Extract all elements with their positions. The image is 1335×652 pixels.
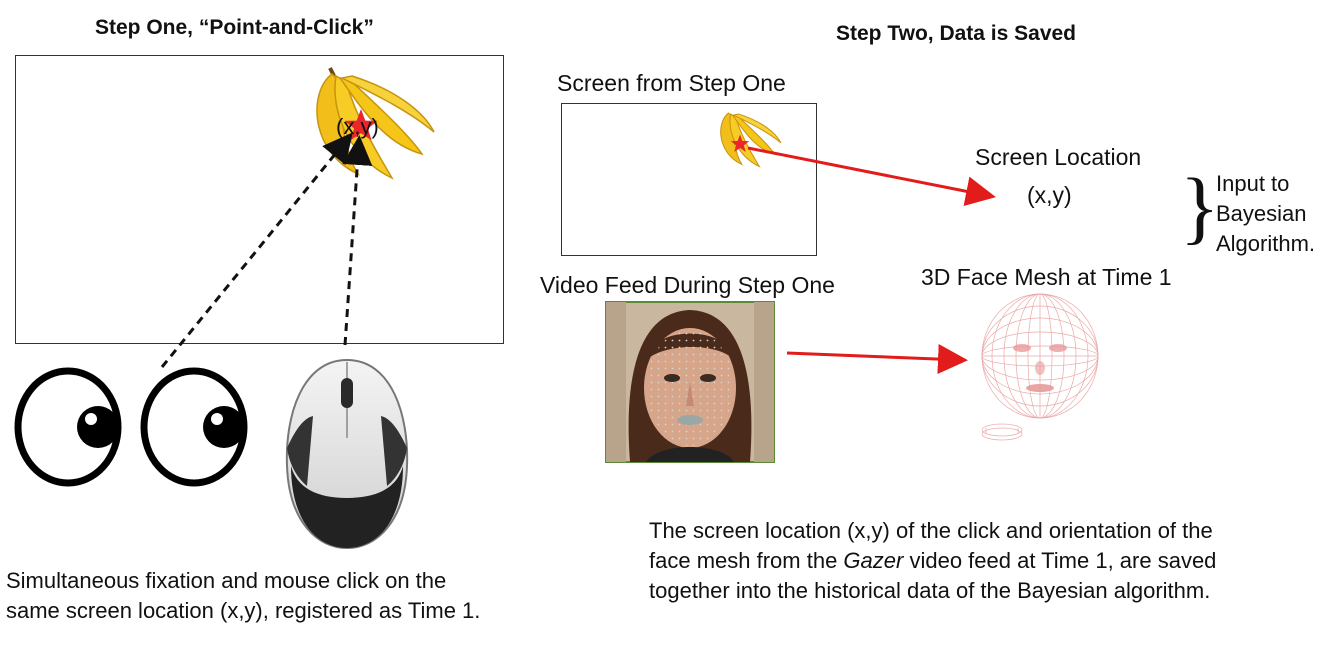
star-icon [344,109,378,141]
video-label: Video Feed During Step One [540,272,835,298]
screen-location-label: Screen Location [975,144,1142,170]
step-two-caption: The screen location (x,y) of the click a… [649,516,1219,606]
mouse-click-line [342,135,373,346]
video-to-mesh-arrow [786,344,968,375]
step-two-screen [561,103,817,256]
screen-label: Screen from Step One [557,70,786,96]
step-one-caption: Simultaneous fixation and mouse click on… [6,568,481,623]
mouse-icon [285,358,409,550]
step-two-title: Step Two, Data is Saved [836,22,1077,45]
step-one-title: Step One, “Point-and-Click” [95,16,374,39]
screen-to-location-arrow [747,146,996,207]
star-icon-small [730,134,750,152]
step-two-caption-part2: video feed at Time 1, are saved together… [649,548,1217,603]
face-mesh-icon [981,293,1099,441]
eye-icon [14,367,248,487]
step-two-caption-italic: Gazer [843,548,904,573]
step-one-screen [15,55,504,344]
input-label: Input to Bayesian Algorithm. [1216,171,1316,256]
mesh-label: 3D Face Mesh at Time 1 [921,264,1172,290]
face-photo [605,301,775,463]
banana-icon-small [720,112,782,168]
eye-gaze-line [160,132,353,368]
screen-location-value: (x,y) [1027,182,1072,208]
step-two-caption-part1: The screen location (x,y) of the click a… [649,518,1213,573]
input-brace: } [1180,161,1220,252]
